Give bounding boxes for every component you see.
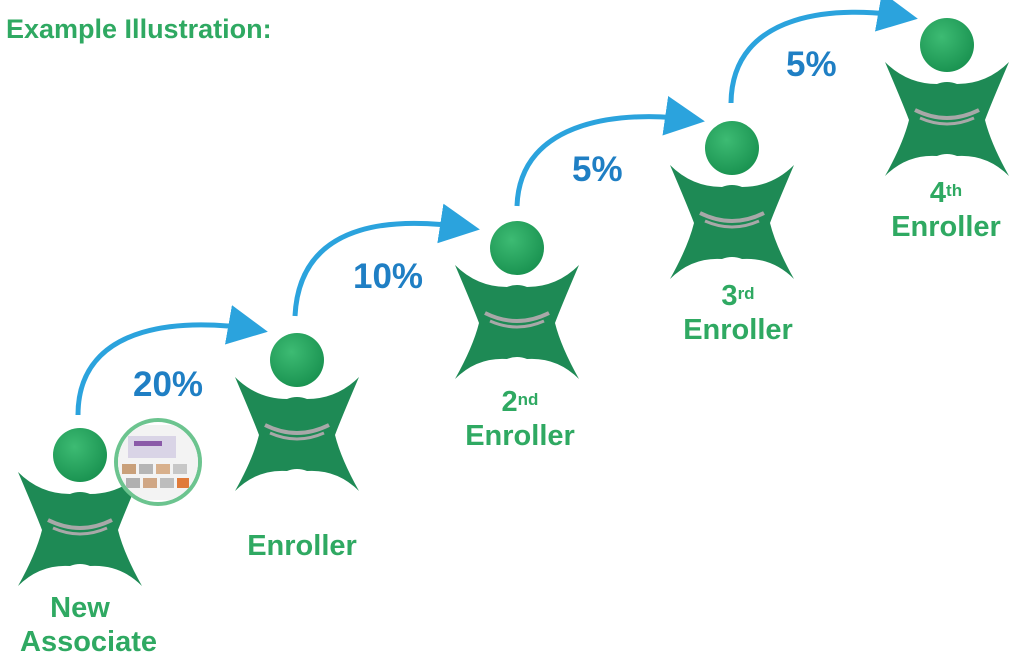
percent-label: 5% xyxy=(572,150,623,189)
ordinal-number: 2 xyxy=(501,386,518,418)
curved-arrow-icon xyxy=(514,95,705,207)
label-line: Associate xyxy=(20,626,158,658)
ordinal: 3rd xyxy=(668,279,808,313)
ordinal-suffix: nd xyxy=(517,390,539,409)
ordinal-suffix: rd xyxy=(737,284,755,303)
person-figure-icon xyxy=(668,119,796,281)
label-line: Enroller xyxy=(683,314,793,346)
curved-arrow-icon xyxy=(292,203,480,317)
ordinal: 4th xyxy=(882,176,1010,210)
person-label-new-associate: New Associate xyxy=(20,591,158,659)
percent-label: 20% xyxy=(133,365,204,404)
person-figure-icon xyxy=(883,16,1010,178)
ordinal-number: 4 xyxy=(929,177,947,209)
person-label-3rd-enroller: 3rd Enroller xyxy=(668,279,808,347)
person-figure-icon xyxy=(233,331,361,493)
person-label-2nd-enroller: 2nd Enroller xyxy=(450,385,590,453)
person-label-enroller: Enroller xyxy=(247,530,357,562)
label-line: Enroller xyxy=(891,211,1001,243)
curved-arrow-icon xyxy=(75,305,268,416)
ordinal: 2nd xyxy=(450,385,590,419)
curved-arrow-icon xyxy=(728,0,918,104)
person-label-4th-enroller: 4th Enroller xyxy=(882,176,1010,244)
percent-label: 10% xyxy=(353,257,424,296)
product-badge-icon xyxy=(114,418,202,506)
label-line: New xyxy=(50,592,110,624)
ordinal-suffix: th xyxy=(946,181,963,200)
person-figure-icon xyxy=(453,219,581,381)
ordinal-number: 3 xyxy=(721,280,738,312)
percent-label: 5% xyxy=(786,45,837,84)
label-line: Enroller xyxy=(465,420,575,452)
page-title: Example Illustration: xyxy=(6,14,272,44)
